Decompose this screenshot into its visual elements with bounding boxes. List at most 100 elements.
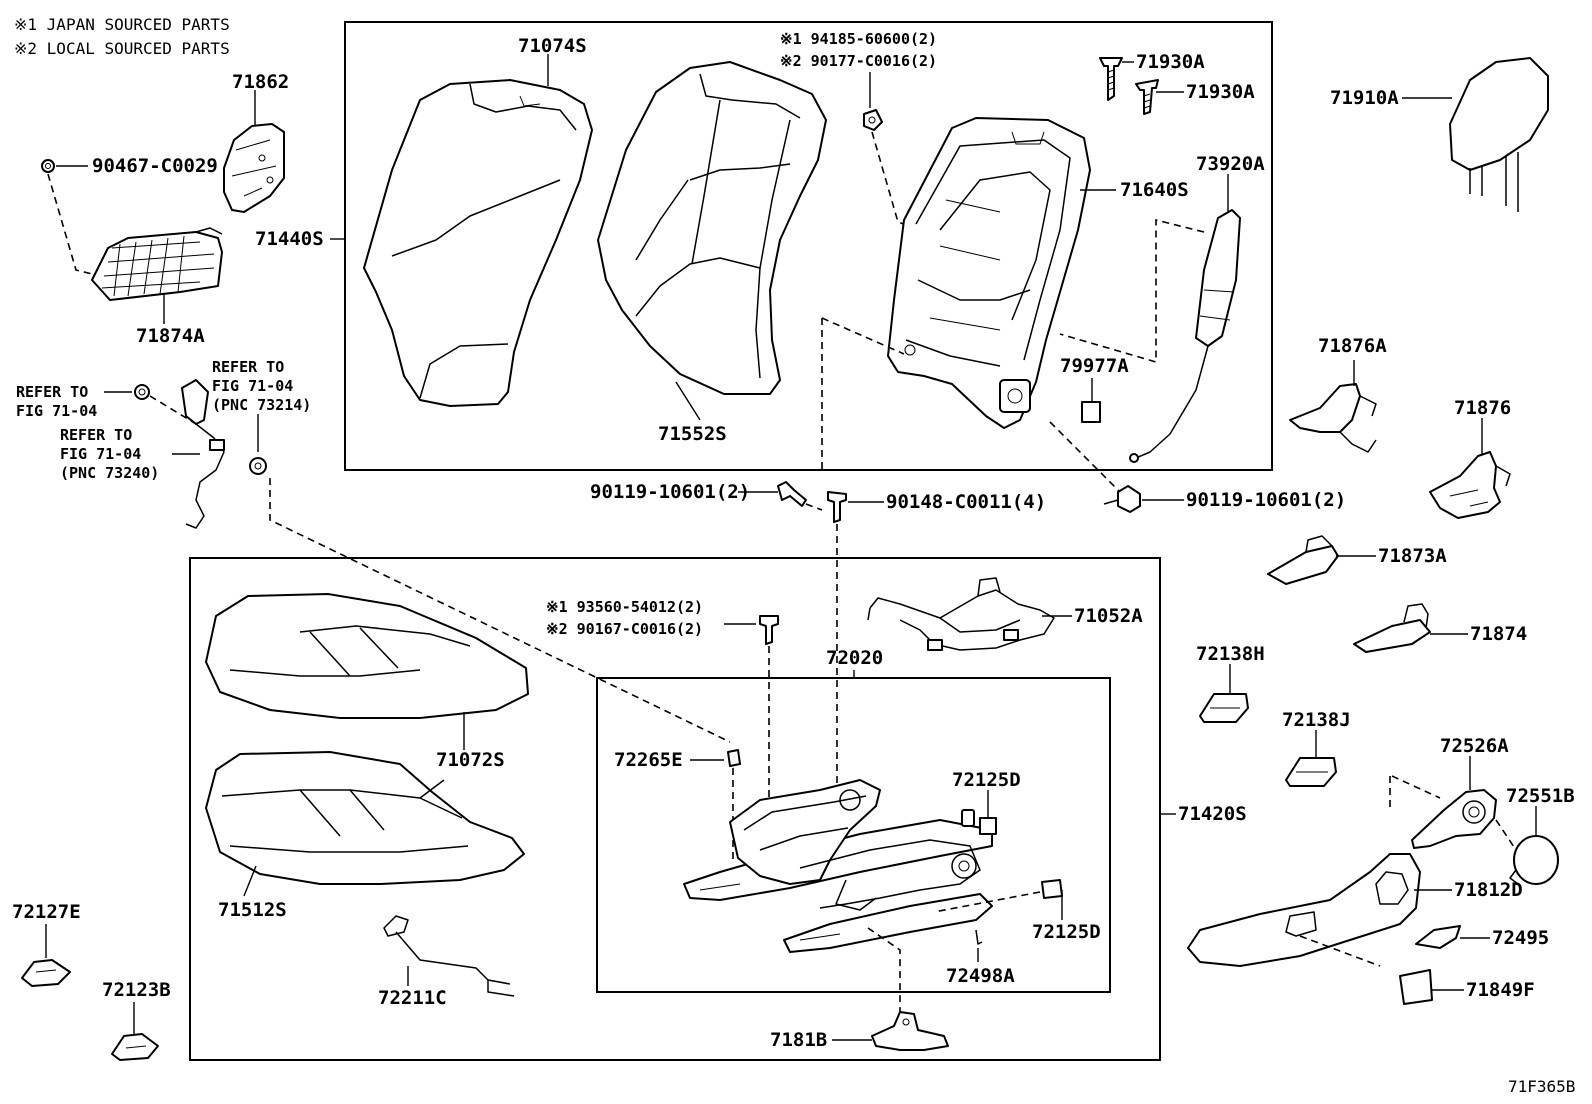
refer-note-2-line-1: REFER TO [212, 358, 284, 376]
part-label-71876: 71876 [1454, 397, 1511, 419]
side-cover-71874A-part [91, 227, 223, 301]
part-label-71052A: 71052A [1074, 605, 1143, 627]
part-label-79977A: 79977A [1060, 355, 1129, 377]
dashed-link-frame-left [821, 317, 905, 355]
clip-90467-part [41, 159, 55, 173]
cushion-pad-71072S-part [205, 593, 529, 719]
part-label-90467-C0029: 90467-C0029 [92, 155, 218, 177]
part-label-71072S: 71072S [436, 749, 505, 771]
part-label-90177-C0016: ※2 90177-C0016(2) [780, 52, 937, 70]
nut-94185-part [863, 109, 883, 131]
lever-72526A-part [1411, 789, 1497, 849]
connector-72125D-top-part [979, 817, 997, 835]
rod-72211C-part [383, 915, 515, 997]
dashed-link-72526A [1391, 775, 1441, 799]
seatbelt-buckle-part [181, 379, 225, 529]
trim-72495-part [1415, 925, 1461, 949]
part-label-71874: 71874 [1470, 623, 1527, 645]
part-label-72125D-top: 72125D [952, 769, 1021, 791]
seatback-pad-71074S-part [363, 79, 593, 407]
bracket-7181B-part [871, 1011, 949, 1051]
part-label-71862: 71862 [232, 71, 289, 93]
dashed-link-90467 [47, 173, 101, 277]
harness-71052A-part [867, 577, 1055, 651]
tag-79977A-part [1081, 401, 1101, 423]
cushion-assembly-box [189, 557, 1161, 1061]
nut-refer-2 [249, 457, 267, 475]
part-label-73920A: 73920A [1196, 153, 1265, 175]
bolt-90119-right-part [1103, 485, 1141, 513]
refer-note-3-line-2: FIG 71-04 [60, 445, 141, 463]
dashed-link-72551B [1495, 819, 1517, 851]
part-label-72127E: 72127E [12, 901, 81, 923]
part-label-90119-10601-right: 90119-10601(2) [1186, 489, 1346, 511]
cover-71862-part [223, 123, 285, 213]
part-label-72125D-bottom: 72125D [1032, 921, 1101, 943]
leader-71552S [675, 381, 701, 421]
dashed-link-90119-left [805, 503, 823, 511]
trim-71874-part [1353, 603, 1431, 653]
clip-72498A-part [975, 929, 983, 945]
trim-71876-part [1429, 451, 1511, 519]
part-label-72123B: 72123B [102, 979, 171, 1001]
dashed-link-71849F [1299, 935, 1381, 967]
dashed-link-frame-right-bolt [1049, 421, 1129, 501]
headrest-71910A-part [1449, 57, 1549, 212]
part-label-71440S: 71440S [255, 228, 324, 250]
part-label-71874A: 71874A [136, 325, 205, 347]
seatback-cover-71552S-part [597, 61, 827, 395]
leader-71512S [243, 865, 257, 897]
part-label-71512S: 71512S [218, 899, 287, 921]
part-label-71552S: 71552S [658, 423, 727, 445]
seatback-frame-71640S-part [887, 117, 1091, 429]
trim-71873A-part [1267, 535, 1339, 585]
part-label-72138J: 72138J [1282, 709, 1351, 731]
bolt-90119-left-part [777, 481, 807, 507]
knob-72138J-part [1285, 757, 1337, 787]
nut-refer-1 [134, 384, 150, 400]
part-label-7181B: 7181B [770, 1029, 827, 1051]
part-label-90119-10601-left: 90119-10601(2) [590, 481, 750, 503]
clip-72265E-part [727, 749, 741, 767]
knob-72138H-part [1199, 693, 1249, 723]
bolt-90148-part [827, 491, 847, 523]
part-label-71910A: 71910A [1330, 87, 1399, 109]
part-label-71849F: 71849F [1466, 979, 1535, 1001]
connector-72125D-bottom-part [1041, 879, 1063, 899]
clip-72123B-part [111, 1033, 159, 1061]
refer-note-3-line-3: (PNC 73240) [60, 464, 159, 482]
dashed-link-73920A [1059, 218, 1205, 364]
part-label-71876A: 71876A [1318, 335, 1387, 357]
part-label-72526A: 72526A [1440, 735, 1509, 757]
legend-japan-sourced: ※1 JAPAN SOURCED PARTS [14, 15, 230, 34]
part-label-94185-60600: ※1 94185-60600(2) [780, 30, 937, 48]
part-label-72551B: 72551B [1506, 785, 1575, 807]
dashed-link-refer-1 [149, 395, 197, 425]
cushion-cover-71512S-part [205, 751, 525, 885]
part-label-71873A: 71873A [1378, 545, 1447, 567]
part-label-71812D: 71812D [1454, 879, 1523, 901]
screw-93560-part [759, 615, 779, 645]
part-label-71640S: 71640S [1120, 179, 1189, 201]
part-label-72211C: 72211C [378, 987, 447, 1009]
bolt-71930A-2-part [1135, 79, 1159, 115]
seatback-assembly-box [344, 21, 1273, 471]
dashed-link-7181B [867, 927, 901, 1012]
part-label-72020: 72020 [826, 647, 883, 669]
part-label-72498A: 72498A [946, 965, 1015, 987]
part-label-71074S: 71074S [518, 35, 587, 57]
part-label-71930A-2: 71930A [1186, 81, 1255, 103]
part-label-72138H: 72138H [1196, 643, 1265, 665]
bolt-71930A-1-part [1099, 57, 1123, 101]
part-label-90167-C0016: ※2 90167-C0016(2) [546, 620, 703, 638]
part-label-72495: 72495 [1492, 927, 1549, 949]
part-label-71930A-1: 71930A [1136, 51, 1205, 73]
lumbar-73920A-part [1129, 209, 1241, 463]
trim-71876A-part [1289, 383, 1377, 453]
refer-note-1-line-1: REFER TO [16, 383, 88, 401]
dashed-link-refer-to-adjuster [269, 478, 731, 743]
shield-71812D-part [1187, 853, 1421, 967]
refer-note-2-line-3: (PNC 73214) [212, 396, 311, 414]
